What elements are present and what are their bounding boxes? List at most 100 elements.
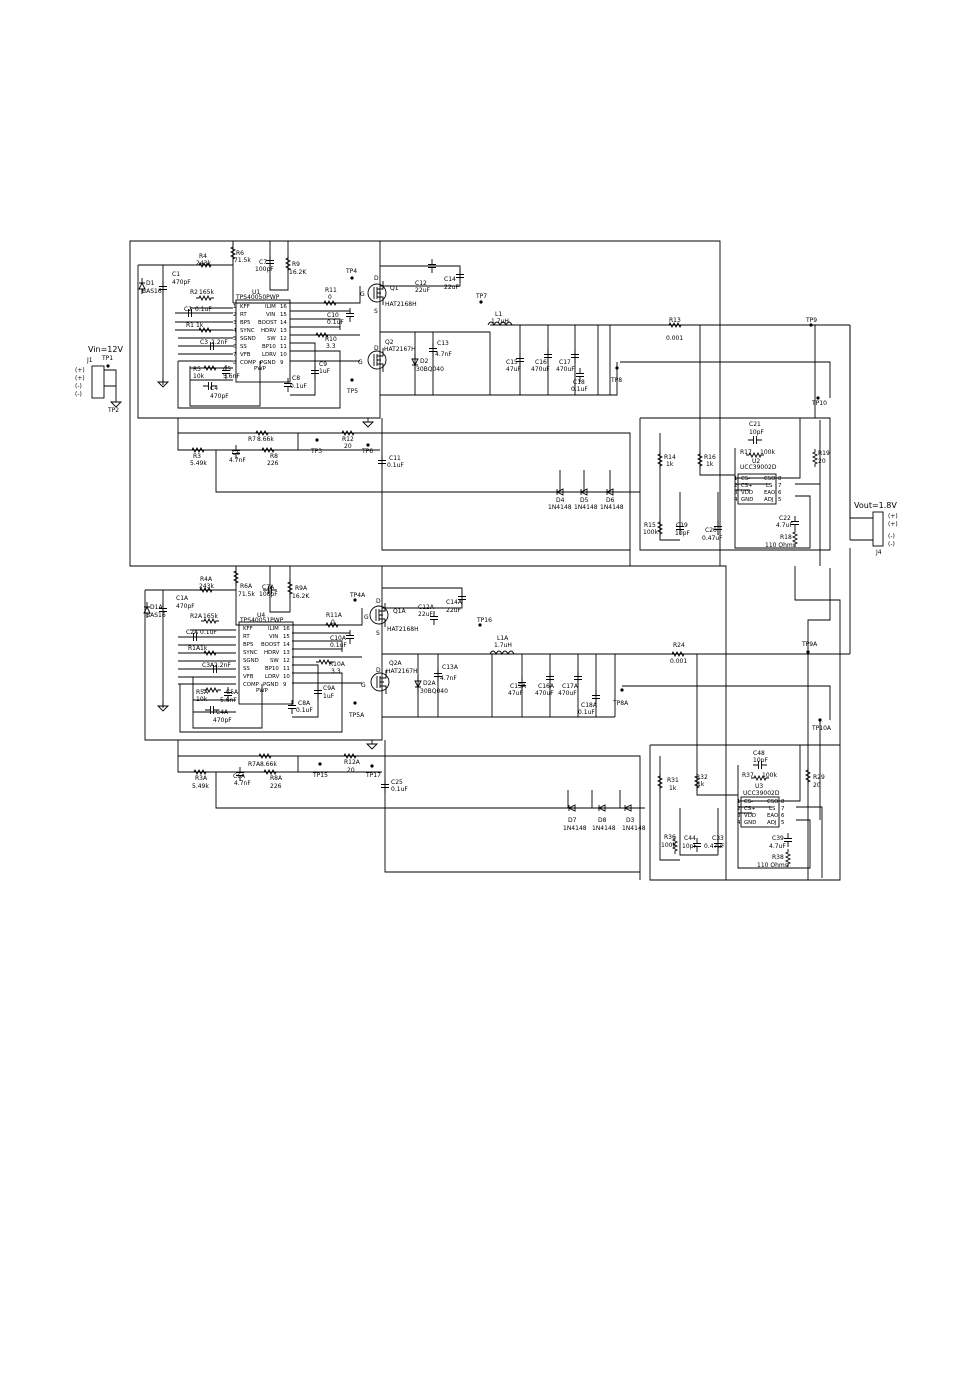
u1-pin-kff: KFF <box>240 304 250 310</box>
u4-pin-sgnd: SGND <box>243 658 259 664</box>
l1a-ref: L1A <box>497 635 509 642</box>
top-wiring <box>129 240 873 567</box>
u4-num-10: 10 <box>283 674 290 680</box>
tp16-label: TP16 <box>476 617 492 624</box>
d6-value: 1N4148 <box>600 504 624 511</box>
u1-num-8: 8 <box>233 360 237 366</box>
c14a-value: 22uF <box>446 607 461 614</box>
u4-pin-vin: VIN <box>269 634 278 640</box>
l1-value: 1.7uH <box>491 318 509 325</box>
d7-ref: D7 <box>568 817 577 824</box>
u2-value: UCC39002D <box>740 464 777 471</box>
d8-ref: D8 <box>598 817 607 824</box>
u1-pin-vin: VIN <box>266 312 275 318</box>
c1-value: 470pF <box>172 279 191 286</box>
r7a-ref: R7A <box>248 761 261 768</box>
c33-value: 0.47uF <box>704 843 725 850</box>
c1-ref: C1 <box>172 271 180 278</box>
u2-pin-gnd: GND <box>741 497 753 503</box>
r10a-ref: R10A <box>329 661 346 668</box>
u1-pin-ldrv: LDRV <box>262 352 277 358</box>
j4-label: J4 <box>875 549 882 556</box>
c3a-ref: C3A <box>202 662 215 669</box>
ic-u4: U4 TPS40051PWP KFF RT BP5 SYNC SGND SS V… <box>238 612 294 705</box>
d7-value: 1N4148 <box>563 825 587 832</box>
u3-num-4: 4 <box>737 820 741 826</box>
q2a-ref: Q2A <box>389 660 403 667</box>
u2-pin-vdd: VDD <box>741 490 753 496</box>
u2-pin-ls: LS <box>766 483 773 489</box>
tp1-label: TP1 <box>101 355 113 362</box>
r10-value: 3.3 <box>326 343 336 350</box>
u4-pin-ilim: ILIM <box>268 626 279 632</box>
c48-value: 10pF <box>753 757 768 764</box>
u4-pwp: PWP <box>256 688 269 694</box>
q2a-value: HAT2167H <box>386 668 418 675</box>
c6a-value: 4.7nF <box>234 780 251 787</box>
u4-pin-ldrv: LDRV <box>265 674 280 680</box>
c9a-ref: C9A <box>323 685 336 692</box>
c33-ref: C33 <box>712 835 724 842</box>
d2a-ref: D2A <box>423 680 436 687</box>
r8-value: 226 <box>267 460 279 467</box>
c39-ref: C39 <box>772 835 784 842</box>
q2-g: G <box>358 359 363 366</box>
r1a-value: 1k <box>200 645 208 652</box>
tp8a-label: TP8A <box>612 700 629 707</box>
c44-value: 10pF <box>682 843 697 850</box>
u3-value: UCC39002D <box>743 790 780 797</box>
c5-ref: C5 <box>223 366 231 373</box>
d5-value: 1N4148 <box>574 504 598 511</box>
u4-num-15: 15 <box>283 634 290 640</box>
r31-ref: R31 <box>667 777 679 784</box>
u3-ref: U3 <box>755 783 763 790</box>
tp2-label: TP2 <box>107 407 119 414</box>
q2a-g: G <box>361 682 366 689</box>
tp17-label: TP17 <box>365 772 381 779</box>
u1-pin-boost: BOOST <box>258 320 278 326</box>
d1a-value: BAS16 <box>146 612 166 619</box>
c17-ref: C17 <box>559 359 571 366</box>
c5a-value: 5.6nF <box>220 697 237 704</box>
r32-ref: R32 <box>696 774 708 781</box>
c3-ref: C3 <box>200 339 208 346</box>
u3-pin-cs-minus: CS- <box>744 799 753 805</box>
top-converter <box>129 240 873 567</box>
u1-pwp: PWP <box>254 366 267 372</box>
r2a-ref: R2A <box>190 613 203 620</box>
c13-ref: C13 <box>437 340 449 347</box>
u4-pin-rt: RT <box>243 634 250 640</box>
d1-ref: D1 <box>146 280 155 287</box>
c9a-value: 1uF <box>323 693 335 700</box>
output-voltage-label: Vout=1.8V <box>854 501 897 510</box>
r7a-value: 8.66k <box>260 761 277 768</box>
tp3-label: TP3 <box>310 448 322 455</box>
bottom-components: D1A BAS16 C1A 470pF R4A 243k R6A 71.5k C… <box>143 567 825 869</box>
c9-value: 1uF <box>319 368 331 375</box>
u1-num-6: 6 <box>233 344 237 350</box>
q1a-ref: Q1A <box>393 608 407 615</box>
r2-value: 165k <box>199 289 214 296</box>
c9-ref: C9 <box>319 361 327 368</box>
u4-pin-ss: SS <box>243 666 250 672</box>
u4-pin-hdrv: HDRV <box>264 650 280 656</box>
c2a-value: 0.1uF <box>200 629 217 636</box>
u4-pin-kff: KFF <box>243 626 253 632</box>
d2-ref: D2 <box>420 358 429 365</box>
d3-ref: D3 <box>626 817 635 824</box>
u2-num-4: 4 <box>734 497 738 503</box>
d6-ref: D6 <box>606 497 615 504</box>
l1a-value: 1.7uH <box>494 642 512 649</box>
r11-value: 0 <box>328 294 332 301</box>
u1-num-9: 9 <box>280 360 284 366</box>
u4-pin-comp: COMP <box>243 682 260 688</box>
r36-ref: R36 <box>664 834 676 841</box>
d3-value: 1N4148 <box>622 825 646 832</box>
r8a-ref: R8A <box>270 775 283 782</box>
r29-ref: R29 <box>813 774 825 781</box>
u1-pin-sync: SYNC <box>240 328 255 334</box>
bottom-test-points: TP4A TP5A TP16 TP8A TP9A TP10A TP15 TP17 <box>312 592 832 779</box>
r2-ref: R2 <box>190 289 198 296</box>
c19-ref: C19 <box>676 522 688 529</box>
r4-value: 243k <box>196 260 211 267</box>
